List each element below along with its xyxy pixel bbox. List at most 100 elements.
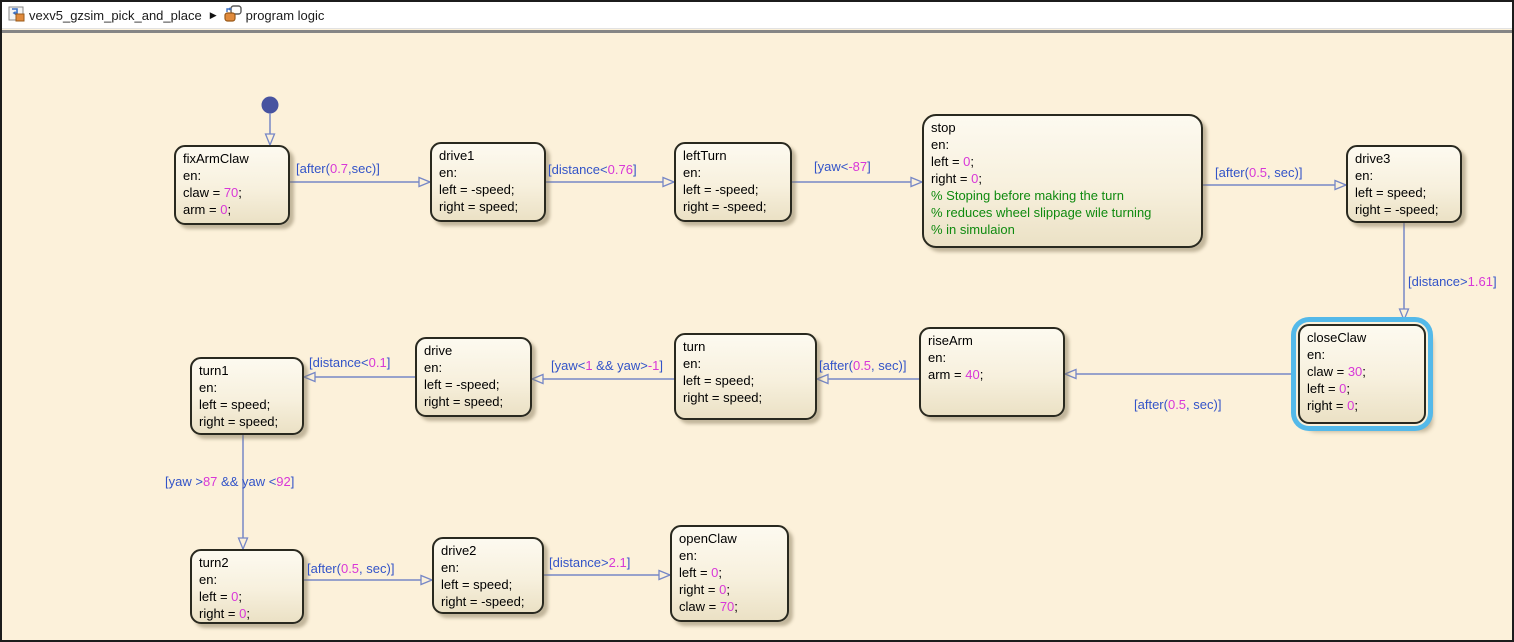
transition-line-leftTurn-stop-arrowhead-icon — [910, 176, 924, 188]
transition-line-drive3-closeClaw-arrowhead-icon — [1398, 308, 1410, 322]
simulink-model-icon — [8, 6, 25, 25]
state-text-line: riseArm — [928, 333, 973, 348]
transition-label-leftTurn-stop[interactable]: [yaw<-87] — [814, 159, 871, 174]
state-text-line: right = 0; — [931, 171, 982, 186]
state-text-line: left = speed; — [1355, 185, 1427, 200]
state-leftTurn[interactable]: leftTurn en: left = -speed; right = -speed; — [674, 142, 792, 222]
state-text-line: left = speed; — [199, 397, 271, 412]
transition-line-turn-drive-arrowhead-icon — [530, 373, 544, 385]
transition-line-turn1-turn2-arrowhead-icon — [237, 537, 249, 551]
breadcrumb-separator-icon: ▶ — [209, 9, 217, 20]
state-text-line: % in simulaion — [931, 222, 1015, 237]
state-text-line: left = 0; — [679, 565, 723, 580]
state-text-line: stop — [931, 120, 956, 135]
toolbar-divider — [2, 30, 1512, 33]
state-text-line: en: — [183, 168, 202, 183]
state-text-line: right = 0; — [1307, 398, 1358, 413]
transition-line-drive1-leftTurn-arrowhead-icon — [662, 176, 676, 188]
state-text-line: right = -speed; — [441, 594, 525, 609]
state-text-line: left = -speed; — [424, 377, 500, 392]
state-text-line: en: — [439, 165, 458, 180]
state-drive1[interactable]: drive1 en: left = -speed; right = speed; — [430, 142, 546, 222]
state-fixArmClaw[interactable]: fixArmClaw en: claw = 70; arm = 0; — [174, 145, 290, 225]
breadcrumb-item-chart[interactable]: program logic — [224, 5, 325, 25]
state-text-line: right = 0; — [199, 606, 250, 621]
state-text-line: en: — [679, 548, 698, 563]
transition-label-turn1-turn2[interactable]: [yaw >87 && yaw <92] — [165, 474, 295, 489]
state-text-line: en: — [683, 165, 702, 180]
state-text-line: left = 0; — [931, 154, 975, 169]
transition-label-fixArmClaw-drive1[interactable]: [after(0.7,sec)] — [296, 161, 380, 176]
transition-line-fixArmClaw-drive1-arrowhead-icon — [418, 176, 432, 188]
state-text-line: left = -speed; — [439, 182, 515, 197]
state-text-line: turn — [683, 339, 706, 354]
transition-label-drive2-openClaw[interactable]: [distance>2.1] — [549, 555, 631, 570]
state-text-line: right = -speed; — [1355, 202, 1439, 217]
state-drive3[interactable]: drive3 en: left = speed; right = -speed; — [1346, 145, 1462, 223]
state-text-line: right = -speed; — [683, 199, 767, 214]
state-text-line: leftTurn — [683, 148, 727, 163]
transition-line-turn2-drive2-arrowhead-icon — [420, 574, 434, 586]
state-text-line: en: — [199, 572, 218, 587]
state-text-line: arm = 40; — [928, 367, 984, 382]
transition-label-drive1-leftTurn[interactable]: [distance<0.76] — [548, 162, 637, 177]
state-text-line: closeClaw — [1307, 330, 1367, 345]
state-text-line: arm = 0; — [183, 202, 232, 217]
transition-label-riseArm-turn[interactable]: [after(0.5, sec)] — [819, 358, 907, 373]
state-text-line: claw = 70; — [183, 185, 242, 200]
state-text-line: en: — [424, 360, 443, 375]
breadcrumb-chart-label[interactable]: program logic — [245, 7, 325, 23]
state-text-line: drive2 — [441, 543, 477, 558]
state-text-line: right = 0; — [679, 582, 730, 597]
state-text-line: en: — [683, 356, 702, 371]
breadcrumb-item-model[interactable]: vexv5_gzsim_pick_and_place — [8, 6, 202, 25]
transition-label-drive-turn1[interactable]: [distance<0.1] — [309, 355, 391, 370]
state-text-line: claw = 70; — [679, 599, 738, 614]
state-text-line: right = speed; — [199, 414, 279, 429]
state-text-line: en: — [199, 380, 218, 395]
state-text-line: en: — [928, 350, 947, 365]
state-text-line: drive3 — [1355, 151, 1391, 166]
state-closeClaw[interactable]: closeClaw en: claw = 30; left = 0; right = 0… — [1298, 324, 1426, 424]
transition-line-drive-turn1-arrowhead-icon — [302, 371, 316, 383]
default-transition-line-arrowhead-icon — [264, 133, 276, 147]
stateflow-chart-icon — [224, 5, 242, 25]
state-text-line: left = 0; — [199, 589, 243, 604]
state-text-line: % reduces wheel slippage wile turning — [931, 205, 1152, 220]
breadcrumb-model-label[interactable]: vexv5_gzsim_pick_and_place — [29, 7, 202, 23]
state-turn1[interactable]: turn1 en: left = speed; right = speed; — [190, 357, 304, 435]
state-text-line: en: — [931, 137, 950, 152]
transition-label-turn-drive[interactable]: [yaw<1 && yaw>-1] — [551, 358, 664, 373]
transition-label-closeClaw-riseArm[interactable]: [after(0.5, sec)] — [1134, 397, 1222, 412]
transition-line-riseArm-turn-arrowhead-icon — [815, 373, 829, 385]
state-text-line: left = 0; — [1307, 381, 1351, 396]
state-text-line: drive1 — [439, 148, 475, 163]
state-text-line: right = speed; — [439, 199, 519, 214]
state-text-line: fixArmClaw — [183, 151, 249, 166]
state-text-line: left = -speed; — [683, 182, 759, 197]
state-text-line: en: — [1307, 347, 1326, 362]
state-text-line: left = speed; — [683, 373, 755, 388]
state-text-line: en: — [1355, 168, 1374, 183]
default-transition-dot[interactable] — [261, 96, 279, 114]
state-text-line: turn1 — [199, 363, 229, 378]
transition-line-closeClaw-riseArm-arrowhead-icon — [1063, 368, 1077, 380]
transition-line-drive2-openClaw-arrowhead-icon — [658, 569, 672, 581]
state-text-line: claw = 30; — [1307, 364, 1366, 379]
state-text-line: en: — [441, 560, 460, 575]
transition-label-stop-drive3[interactable]: [after(0.5, sec)] — [1215, 165, 1303, 180]
transition-label-turn2-drive2[interactable]: [after(0.5, sec)] — [307, 561, 395, 576]
state-riseArm[interactable]: riseArm en: arm = 40; — [919, 327, 1065, 417]
breadcrumb: vexv5_gzsim_pick_and_place ▶ program log… — [2, 2, 1512, 29]
transition-line-stop-drive3-arrowhead-icon — [1334, 179, 1348, 191]
transition-label-drive3-closeClaw[interactable]: [distance>1.61] — [1408, 274, 1497, 289]
